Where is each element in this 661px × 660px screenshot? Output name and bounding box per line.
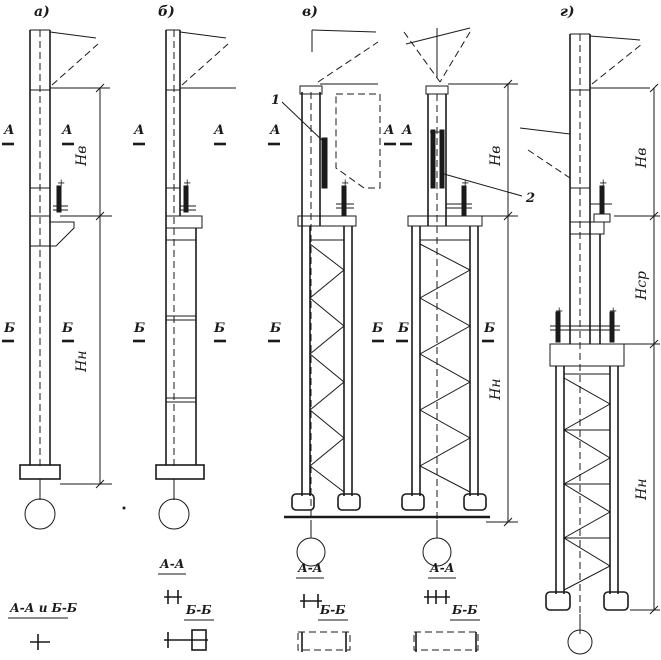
column-b: б) + А А Б Б bbox=[133, 4, 236, 651]
section-title-aa: А-А bbox=[159, 557, 185, 571]
column-a: а) + Нв Нн А А Б bbox=[2, 4, 112, 650]
axis-marker bbox=[567, 629, 593, 655]
panel-label-a: а) bbox=[34, 4, 50, 20]
callout-2: 2 bbox=[525, 191, 535, 206]
axis-marker bbox=[296, 537, 326, 567]
section-mark-a-right: А bbox=[383, 123, 395, 138]
dim-upper-v: Нв bbox=[488, 146, 504, 167]
plus-mark: + bbox=[57, 178, 65, 189]
plus-mark: + bbox=[341, 178, 349, 189]
section-mark-a-right: А bbox=[61, 123, 73, 138]
section-mark-b-right: Б bbox=[213, 321, 225, 336]
column-v-left: в) 1 + А bbox=[268, 4, 490, 652]
axis-marker bbox=[24, 498, 56, 530]
dim-lower-v: Нн bbox=[488, 379, 504, 401]
panel-label-g: г) bbox=[560, 4, 575, 20]
section-title-aa: А-А bbox=[297, 561, 323, 575]
axis-marker bbox=[158, 498, 190, 530]
panel-label-v: в) bbox=[302, 4, 318, 20]
section-mark-b-left: Б bbox=[133, 321, 145, 336]
section-mark-a-left: А bbox=[133, 123, 145, 138]
section-title-aa: А-А bbox=[429, 561, 455, 575]
plus-mark: + bbox=[599, 178, 607, 189]
plus-mark: + bbox=[609, 306, 617, 317]
dim-middle-g: Нср bbox=[634, 271, 650, 301]
section-mark-b-left: Б bbox=[397, 321, 409, 336]
dim-lower-g: Нн bbox=[634, 479, 650, 501]
column-v-right: 2 + Нв Нн А Б Б А-А bbox=[396, 27, 535, 652]
panel-label-b: б) bbox=[158, 4, 175, 20]
dim-lower-a: Нн bbox=[74, 351, 90, 373]
dim-upper-a: Нв bbox=[74, 146, 90, 167]
section-mark-b-left: Б bbox=[3, 321, 15, 336]
plus-mark: + bbox=[555, 306, 563, 317]
dim-upper-g: Нв bbox=[634, 148, 650, 169]
section-mark-b-left: Б bbox=[269, 321, 281, 336]
callout-1: 1 bbox=[271, 93, 280, 108]
section-mark-b-right: Б bbox=[61, 321, 73, 336]
section-mark-a-left: А bbox=[269, 123, 281, 138]
plus-mark: + bbox=[461, 178, 469, 189]
section-title-bb: Б-Б bbox=[451, 603, 478, 617]
axis-marker bbox=[422, 537, 452, 567]
section-title-bb: Б-Б bbox=[185, 603, 212, 617]
section-title-combined: А-А и Б-Б bbox=[9, 601, 77, 615]
section-mark-a-left: А bbox=[3, 123, 15, 138]
section-mark-a-right: А bbox=[213, 123, 225, 138]
column-g: г) + + + bbox=[519, 4, 660, 655]
section-title-bb: Б-Б bbox=[319, 603, 346, 617]
plus-mark: + bbox=[183, 178, 191, 189]
section-mark-a-left: А bbox=[401, 123, 413, 138]
section-mark-b-right: Б bbox=[483, 321, 495, 336]
section-mark-b-right: Б bbox=[371, 321, 383, 336]
